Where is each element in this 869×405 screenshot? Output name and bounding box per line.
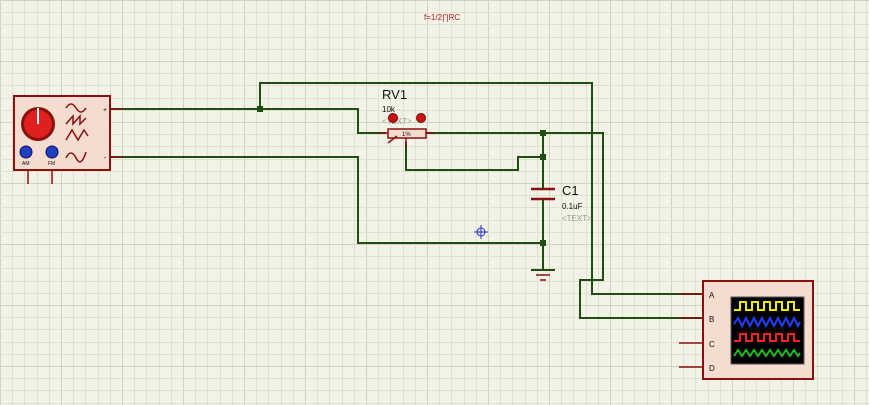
rv1-percent: 1% — [402, 132, 411, 138]
crosshair-cursor-icon — [474, 225, 488, 239]
rv1-increment-button[interactable] — [416, 113, 426, 123]
junction-dot — [540, 154, 546, 160]
sine-wave-icon — [65, 103, 87, 113]
trace-channel-c — [734, 333, 800, 342]
trace-channel-d — [733, 348, 801, 358]
rv1-value[interactable]: 10k — [382, 105, 396, 114]
signal-generator[interactable]: AM FM + - — [13, 95, 122, 184]
scope-channel-c-label: C — [709, 340, 715, 349]
ground-terminal[interactable] — [531, 269, 555, 281]
capacitor-c1[interactable]: C1 0.1uF <TEXT> — [531, 183, 592, 223]
c1-text-tag[interactable]: <TEXT> — [562, 214, 592, 223]
rv1-reference[interactable]: RV1 — [382, 87, 407, 102]
junction-dot — [540, 130, 546, 136]
triangle-wave-icon — [65, 128, 89, 142]
am-knob[interactable] — [19, 145, 33, 159]
rv1-decrement-button[interactable] — [388, 113, 398, 123]
wire-net-ground[interactable] — [110, 156, 543, 244]
generator-plus-label: + — [103, 107, 107, 114]
wire-net-top[interactable] — [110, 82, 703, 295]
waveform-icons — [65, 103, 89, 163]
oscilloscope[interactable]: A B C D — [679, 280, 814, 380]
scope-channel-b-label: B — [709, 315, 714, 324]
fm-knob-label: FM — [48, 161, 55, 167]
junction-dot — [257, 106, 263, 112]
am-knob-label: AM — [22, 161, 30, 167]
rv1-text-tag[interactable]: <TEXT> — [382, 117, 412, 126]
c1-reference[interactable]: C1 — [562, 183, 579, 198]
scope-channel-a-label: A — [709, 291, 715, 300]
fm-knob[interactable] — [45, 145, 59, 159]
junctions — [257, 106, 546, 246]
formula-annotation[interactable]: f=1/2∏RC — [424, 13, 460, 22]
sine-wave-icon — [65, 151, 87, 163]
trace-channel-b — [733, 315, 801, 329]
generator-minus-label: - — [104, 155, 107, 162]
c1-value[interactable]: 0.1uF — [562, 202, 583, 211]
wire-rv1-out[interactable] — [426, 132, 703, 319]
potentiometer-rv1[interactable]: RV1 10k <TEXT> 1% — [380, 87, 434, 146]
trace-channel-a — [734, 301, 800, 311]
sawtooth-wave-icon — [65, 114, 87, 126]
rv1-wiper-arrow — [387, 135, 398, 144]
wire-to-rv1[interactable] — [260, 108, 386, 134]
wire-wiper[interactable] — [405, 142, 543, 171]
scope-channel-d-label: D — [709, 364, 715, 373]
junction-dot — [540, 240, 546, 246]
